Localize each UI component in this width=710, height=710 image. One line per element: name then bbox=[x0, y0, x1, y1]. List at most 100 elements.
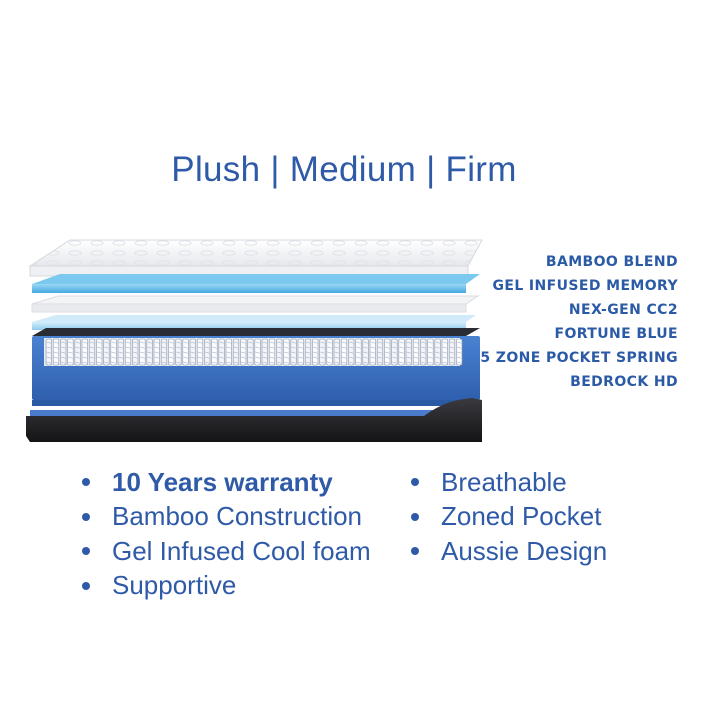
spring-coil-turn bbox=[284, 361, 289, 364]
spring-coil bbox=[52, 338, 60, 366]
spring-coil-turn bbox=[226, 356, 232, 359]
feature-text: Breathable bbox=[441, 466, 567, 497]
spring-coil bbox=[304, 338, 312, 366]
spring-coil bbox=[81, 338, 88, 366]
spring-coil-turn bbox=[399, 351, 404, 354]
layer-fortune-blue bbox=[32, 315, 476, 330]
spring-coil-turn bbox=[276, 346, 282, 349]
spring-coil-turn bbox=[89, 341, 95, 344]
spring-coil-turn bbox=[190, 351, 196, 354]
spring-coil-turn bbox=[183, 346, 188, 349]
bullet-icon bbox=[411, 478, 419, 487]
spring-coil-turn bbox=[233, 341, 239, 344]
spring-coil-turn bbox=[449, 351, 455, 354]
spring-coil-turn bbox=[284, 346, 289, 349]
spring-coil-turn bbox=[291, 351, 296, 354]
spring-coil-turn bbox=[197, 356, 203, 359]
spring-coil-turn bbox=[75, 356, 80, 359]
spring-coil-turn bbox=[140, 351, 145, 354]
feature-text: Bamboo Construction bbox=[112, 501, 363, 532]
spring-coil-turn bbox=[370, 351, 376, 354]
spring-coil-turn bbox=[197, 341, 203, 344]
spring-coil-turn bbox=[363, 356, 368, 359]
spring-coil-turn bbox=[456, 341, 462, 344]
spring-coil bbox=[405, 338, 412, 366]
spring-coil-turn bbox=[248, 341, 253, 344]
mattress-layers-illustration bbox=[26, 239, 483, 442]
spring-coil-turn bbox=[420, 356, 426, 359]
spring-coil-turn bbox=[132, 361, 138, 364]
spring-coil-turn bbox=[248, 346, 253, 349]
spring-coil bbox=[384, 338, 391, 366]
spring-coil-turn bbox=[46, 351, 52, 354]
spring-coil-turn bbox=[341, 356, 347, 359]
spring-coil-turn bbox=[168, 346, 174, 349]
spring-coil-turn bbox=[370, 341, 376, 344]
spring-coil-turn bbox=[125, 361, 131, 364]
spring-coil bbox=[441, 338, 448, 366]
spring-coil-turn bbox=[320, 341, 325, 344]
spring-coil-turn bbox=[384, 361, 390, 364]
bullet-icon bbox=[411, 547, 419, 556]
spring-coil bbox=[326, 338, 333, 366]
bullet-icon bbox=[82, 512, 90, 521]
spring-coil-turn bbox=[384, 346, 390, 349]
spring-coil-turn bbox=[161, 356, 167, 359]
spring-coil-turn bbox=[334, 361, 340, 364]
spring-coil-turn bbox=[435, 351, 440, 354]
spring-coil bbox=[182, 338, 189, 366]
spring-coil-turn bbox=[327, 341, 332, 344]
spring-coil-turn bbox=[111, 346, 116, 349]
spring-coil-turn bbox=[118, 341, 124, 344]
spring-coil-turn bbox=[428, 356, 433, 359]
spring-coil-turn bbox=[377, 361, 383, 364]
spring-coil-turn bbox=[428, 346, 433, 349]
spring-coil bbox=[376, 338, 384, 366]
feature-item: Bamboo Construction bbox=[76, 500, 371, 535]
spring-coil-turn bbox=[96, 351, 102, 354]
feature-item: Supportive bbox=[76, 569, 371, 604]
spring-coil bbox=[45, 338, 52, 366]
spring-coil-turn bbox=[46, 356, 52, 359]
spring-coil-turn bbox=[190, 361, 196, 364]
spring-coil-turn bbox=[399, 361, 404, 364]
bullet-icon bbox=[82, 581, 90, 590]
spring-coil-turn bbox=[197, 361, 203, 364]
spring-coil-turn bbox=[140, 346, 145, 349]
spring-coil-turn bbox=[132, 341, 138, 344]
spring-coil-turn bbox=[104, 356, 109, 359]
spring-coil-turn bbox=[104, 346, 109, 349]
spring-coil-turn bbox=[140, 341, 145, 344]
spring-coil-turn bbox=[262, 346, 268, 349]
spring-coil-turn bbox=[392, 351, 397, 354]
layer-label-5-zone-pocket-spring: 5 ZONE POCKET SPRING bbox=[480, 350, 678, 366]
spring-coil-turn bbox=[420, 351, 426, 354]
spring-coil-turn bbox=[219, 346, 224, 349]
spring-coil-turn bbox=[68, 356, 73, 359]
spring-coil-turn bbox=[406, 361, 412, 364]
feature-text: Gel Infused Cool foam bbox=[112, 535, 371, 566]
spring-coil-turn bbox=[442, 341, 448, 344]
spring-coil-turn bbox=[435, 356, 440, 359]
spring-coil-turn bbox=[176, 341, 181, 344]
spring-coil-turn bbox=[449, 361, 455, 364]
spring-coil-turn bbox=[284, 341, 289, 344]
spring-coil bbox=[283, 338, 290, 366]
spring-coil-turn bbox=[82, 351, 88, 354]
spring-coil-turn bbox=[428, 361, 433, 364]
spring-coil-turn bbox=[96, 356, 102, 359]
spring-coil bbox=[297, 338, 304, 366]
spring-coil-turn bbox=[327, 346, 332, 349]
spring-coil bbox=[290, 338, 297, 366]
spring-coil-turn bbox=[334, 341, 340, 344]
spring-coil-turn bbox=[147, 346, 152, 349]
spring-coil bbox=[333, 338, 340, 366]
spring-coil-turn bbox=[377, 346, 383, 349]
spring-coil-turn bbox=[305, 361, 311, 364]
spring-coil-turn bbox=[154, 351, 160, 354]
spring-coil-turn bbox=[392, 356, 397, 359]
layer-label-bamboo-blend: BAMBOO BLEND bbox=[545, 254, 678, 270]
spring-coil bbox=[420, 338, 427, 366]
spring-coil-turn bbox=[125, 341, 131, 344]
feature-text: Zoned Pocket bbox=[441, 501, 602, 532]
